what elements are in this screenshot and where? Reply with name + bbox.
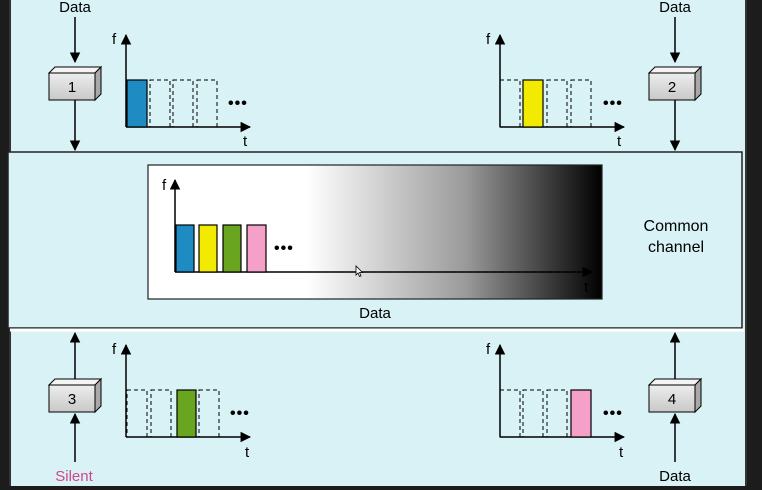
mouse-cursor-icon xyxy=(355,265,364,278)
common-channel-label-line1: Common xyxy=(644,218,709,235)
station-3-active-bar xyxy=(176,389,197,438)
station-2-number: 2 xyxy=(668,79,676,96)
station-1-ellipsis: ••• xyxy=(228,95,248,112)
channel-ellipsis: ••• xyxy=(274,240,294,257)
station-1-active-bar xyxy=(126,79,148,128)
channel-bar-station-4 xyxy=(246,224,267,273)
station-3-freq-label: f xyxy=(112,341,117,358)
station-1-box xyxy=(48,72,96,101)
station-1-time-label: t xyxy=(243,133,248,150)
station-3-label: Silent xyxy=(55,468,93,485)
station-4-time-label: t xyxy=(619,444,624,461)
station-3-group: 3 Silent f t ••• xyxy=(47,331,252,485)
station-1-group: Data 1 f t ••• xyxy=(47,0,252,152)
station-2-label: Data xyxy=(659,0,691,16)
station-1-number: 1 xyxy=(68,79,76,96)
channel-bar-station-3 xyxy=(222,224,242,273)
station-4-box xyxy=(648,384,696,413)
station-2-box xyxy=(648,72,696,101)
station-2-active-bar xyxy=(522,79,544,128)
station-4-active-bar xyxy=(570,389,592,438)
station-1-freq-label: f xyxy=(112,31,117,48)
station-4-group: 4 Data f t ••• xyxy=(486,331,703,485)
station-4-number: 4 xyxy=(668,391,676,408)
station-3-ellipsis: ••• xyxy=(230,405,250,422)
station-2-freq-label: f xyxy=(486,31,491,48)
common-channel-label-line2: channel xyxy=(648,239,704,256)
station-2-group: Data 2 f t ••• xyxy=(486,0,703,152)
channel-time-label: t xyxy=(584,279,589,296)
station-2-ellipsis: ••• xyxy=(603,95,623,112)
station-3-box xyxy=(48,384,96,413)
channel-freq-label: f xyxy=(162,177,167,194)
station-4-ellipsis: ••• xyxy=(603,405,623,422)
channel-bar-station-2 xyxy=(198,224,218,273)
station-2-time-label: t xyxy=(617,133,622,150)
station-4-label: Data xyxy=(659,468,691,485)
station-4-freq-label: f xyxy=(486,341,491,358)
station-1-label: Data xyxy=(59,0,91,16)
channel-data-label: Data xyxy=(359,305,391,322)
station-3-time-label: t xyxy=(245,444,250,461)
station-3-number: 3 xyxy=(68,391,76,408)
channel-bar-station-1 xyxy=(175,224,195,273)
